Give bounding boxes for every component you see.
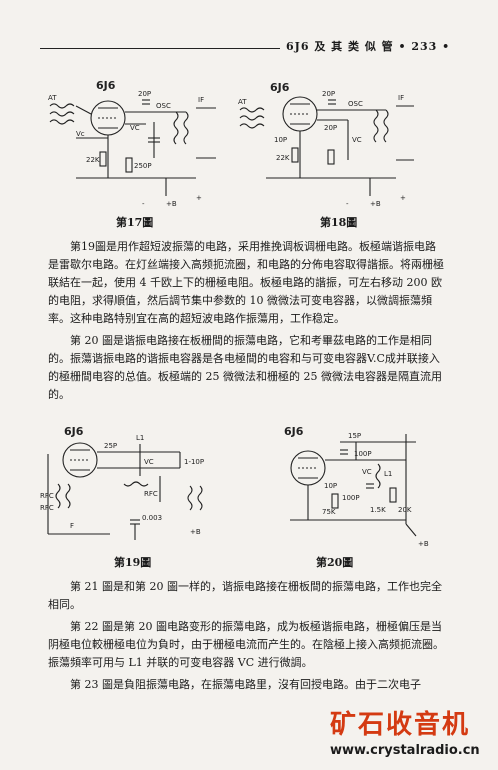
- paragraph-fig23: 第 23 圖是負阻振蕩电路，在振蕩电路里，沒有回授电路。由于二次电子: [70, 678, 421, 691]
- fig17-label-20p: 20P: [138, 90, 151, 98]
- fig18-label-b: +B: [370, 200, 381, 208]
- fig18-label-osc: OSC: [348, 100, 363, 108]
- fig20-label-75k: 75K: [322, 508, 336, 516]
- paragraph-fig21: 第 21 圖是和第 20 圖一样的，谐振电路接在栅板間的振蕩电路，工作也完全相同…: [48, 580, 442, 611]
- fig20-label-20k: 20K: [398, 506, 412, 514]
- fig17-label-osc: OSC: [156, 102, 171, 110]
- fig18-label-at: AT: [238, 98, 247, 106]
- fig20-label-10p: 10P: [324, 482, 337, 490]
- fig18-label-if: IF: [398, 94, 404, 102]
- fig19-label-rfc: RFC: [144, 490, 158, 498]
- fig18-label-10p: 10P: [274, 136, 287, 144]
- figure-19-caption: 第19圖: [114, 556, 152, 569]
- paragraph-fig22: 第 22 圖是第 20 圖电路变形的振蕩电路，成为板極谐振电路，栅極偏压是当阴極…: [48, 620, 444, 669]
- figure-18-caption: 第18圖: [320, 216, 358, 229]
- fig19-label-f: F: [70, 522, 74, 530]
- fig18-label-20p: 20P: [322, 90, 335, 98]
- fig20-tube-label: 6J6: [284, 425, 304, 438]
- fig17-tube-label: 6J6: [96, 79, 116, 92]
- figure-20-schematic: 6J6 15P 100P VC L1 10P 100P 75K 1.5K 20K…: [266, 424, 446, 550]
- fig20-label-vc: VC: [362, 468, 372, 476]
- fig18-label-vc: VC: [352, 136, 362, 144]
- fig17-label-at: AT: [48, 94, 57, 102]
- paragraph-fig20: 第 20 圖是谐振电路接在板栅間的振蕩电路，它和考畢茲电路的工作是相同的。振蕩谐…: [48, 334, 442, 401]
- watermark-url: www.crystalradio.cn: [330, 743, 480, 758]
- fig17-label-vc2: VC: [130, 124, 140, 132]
- paragraph-fig19: 第19圖是用作超短波振蕩的电路，采用推挽调板调栅电路。板極端谐振电路是雷歇尔电路…: [48, 240, 444, 325]
- header-title: 6J6 及 其 类 似 管: [286, 40, 394, 53]
- fig17-label-b: +B: [166, 200, 177, 208]
- fig18-label-22k: 22K: [276, 154, 290, 162]
- figure-18-schematic: 6J6 AT 20P 20P OSC VC 10P 22K IF +B - +: [236, 80, 420, 210]
- fig19-label-rfc-3: RFC: [40, 504, 54, 512]
- figure-19-schematic: 6J6 L1 25P VC 1-10P RFC RFC RFC F +B 0.0…: [40, 424, 220, 550]
- figure-20-caption: 第20圖: [316, 556, 354, 569]
- fig19-label-0003: 0.003: [142, 514, 162, 522]
- fig17-label-plus: +: [196, 194, 202, 202]
- fig20-label-15p: 15P: [348, 432, 361, 440]
- fig20-label-100p-2: 100P: [342, 494, 360, 502]
- fig19-label-1-10p: 1-10P: [184, 458, 204, 466]
- figure-17-caption: 第17圖: [116, 216, 154, 229]
- fig17-label-22k: 22K: [86, 156, 100, 164]
- fig19-label-rfc-2: RFC: [40, 492, 54, 500]
- fig20-label-100p: 100P: [354, 450, 372, 458]
- page-number: • 233 •: [398, 40, 451, 53]
- fig20-label-b: +B: [418, 540, 429, 548]
- fig17-label-250p: 250P: [134, 162, 152, 170]
- fig18-label-plus: +: [400, 194, 406, 202]
- fig17-label-vc: Vc: [76, 130, 85, 138]
- fig20-label-l1: L1: [384, 470, 392, 478]
- fig19-label-vc: VC: [144, 458, 154, 466]
- fig19-label-25p: 25P: [104, 442, 117, 450]
- fig18-label-minus: -: [346, 200, 349, 208]
- fig18-tube-label: 6J6: [270, 81, 290, 94]
- fig18-label-20p-2: 20P: [324, 124, 337, 132]
- watermark-logo: 矿石收音机 www.crystalradio.cn: [330, 704, 490, 764]
- watermark-site-name: 矿石收音机: [330, 710, 471, 740]
- fig19-label-b: +B: [190, 528, 201, 536]
- fig17-label-minus: -: [142, 200, 145, 208]
- header-rule: [40, 48, 280, 49]
- fig20-label-15k: 1.5K: [370, 506, 386, 514]
- figure-17-schematic: 6J6 AT Vc 20P VC OSC 22K 250P IF +B - +: [46, 78, 224, 210]
- running-header: 6J6 及 其 类 似 管 • 233 •: [286, 38, 450, 54]
- fig19-tube-label: 6J6: [64, 425, 84, 438]
- fig17-label-if: IF: [198, 96, 204, 104]
- fig19-label-l1: L1: [136, 434, 144, 442]
